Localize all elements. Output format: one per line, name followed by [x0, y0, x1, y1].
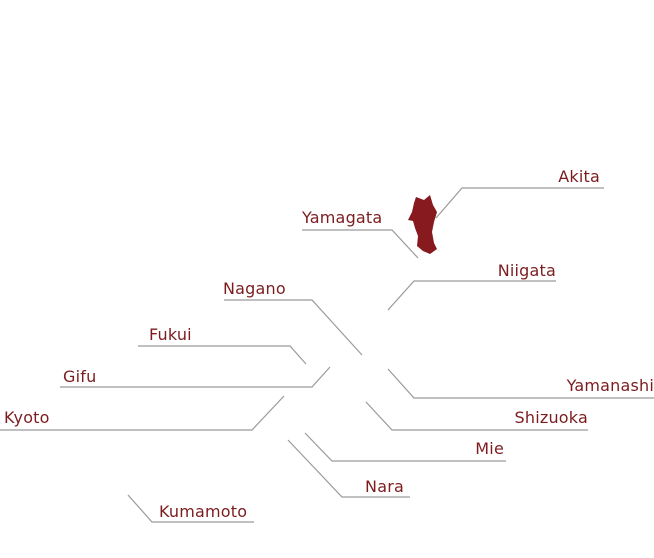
leader-akita — [435, 187, 604, 219]
label-nara[interactable]: Nara — [365, 477, 404, 496]
label-nagano[interactable]: Nagano — [223, 279, 286, 298]
label-fukui[interactable]: Fukui — [149, 325, 192, 344]
leader-kyoto — [0, 395, 285, 431]
label-shizuoka[interactable]: Shizuoka — [514, 408, 588, 427]
leader-nara — [287, 439, 410, 498]
leader-fukui — [138, 345, 307, 365]
label-yamagata[interactable]: Yamagata — [302, 208, 383, 227]
leader-niigata — [387, 280, 556, 311]
label-akita[interactable]: Akita — [558, 167, 600, 186]
leader-kumamoto — [127, 494, 254, 523]
label-mie[interactable]: Mie — [475, 439, 504, 458]
label-kyoto[interactable]: Kyoto — [4, 408, 50, 427]
leader-yamanashi — [387, 368, 654, 399]
label-gifu[interactable]: Gifu — [63, 367, 97, 386]
akita-shape[interactable] — [408, 195, 437, 254]
label-yamanashi[interactable]: Yamanashi — [566, 376, 654, 395]
leader-gifu — [60, 366, 331, 388]
leader-shizuoka — [365, 401, 588, 431]
leader-nagano — [224, 299, 363, 356]
leader-mie — [304, 432, 506, 462]
label-niigata[interactable]: Niigata — [497, 261, 556, 280]
label-kumamoto[interactable]: Kumamoto — [159, 502, 248, 521]
leader-yamagata — [302, 229, 419, 259]
